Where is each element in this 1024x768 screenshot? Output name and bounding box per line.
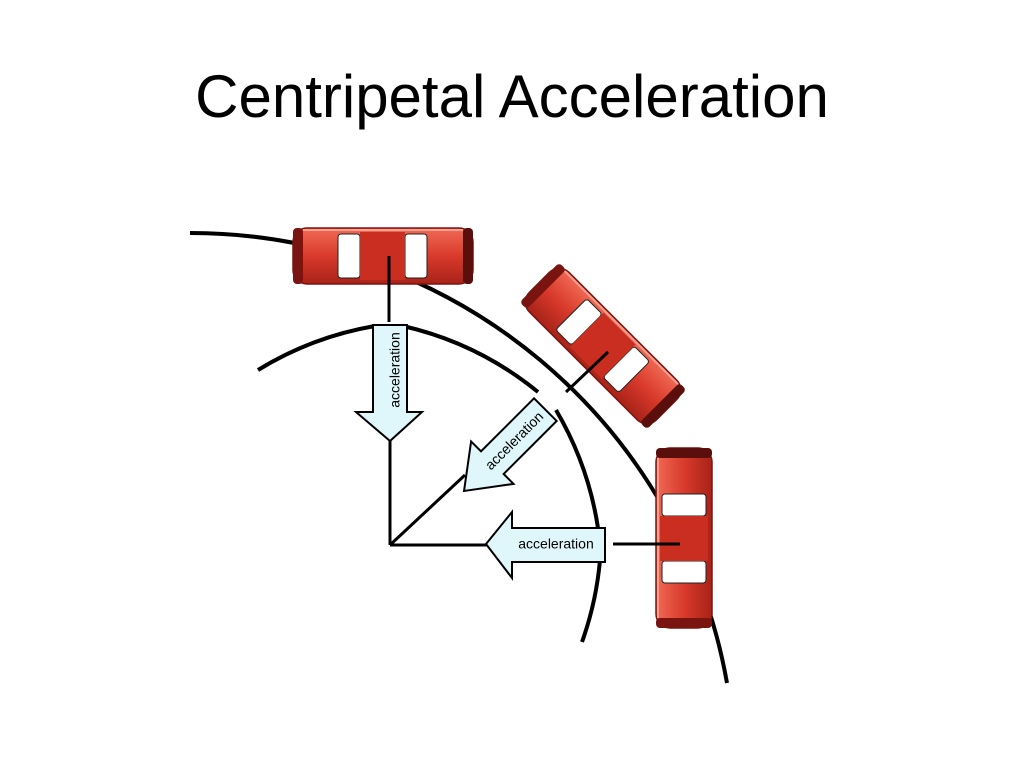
acceleration-arrow-diagonal [462,396,559,493]
radius-line-diagonal [388,473,467,547]
car-diagonal [518,261,688,431]
inner-road-arc [256,324,376,372]
car-top [292,227,474,285]
acceleration-arrow-down [353,324,425,443]
slide-title: Centripetal Acceleration [195,63,829,130]
acceleration-arrow-left [484,509,606,581]
acceleration-label-right: acceleration [518,536,594,552]
acceleration-label-top: acceleration [387,332,403,408]
inner-road-arc [580,559,602,643]
outer-road-arc [189,231,729,684]
inner-road-arc [402,324,540,394]
car-diagonal-connector [564,350,610,394]
inner-road-arc [554,408,600,529]
car-right [655,447,713,629]
